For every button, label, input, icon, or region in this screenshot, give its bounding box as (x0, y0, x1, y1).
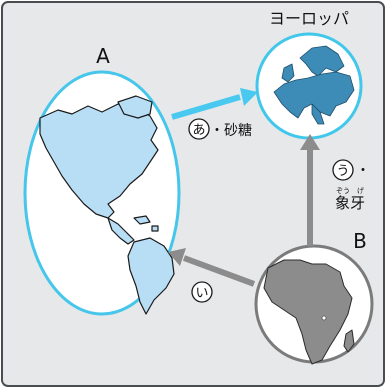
arrow-sugar-head (240, 88, 258, 106)
region-a-label: A (96, 44, 110, 68)
americas-map-icon (39, 95, 175, 315)
arrow-i-head (168, 248, 186, 266)
arrow-i-shaft (182, 255, 256, 287)
africa-map-icon (263, 259, 355, 365)
arrow-ivory-head (300, 134, 320, 150)
route-i-badge (191, 281, 213, 303)
region-b-label: B (353, 229, 367, 253)
lake-marker (321, 315, 327, 321)
route-i-marker: い (195, 286, 208, 301)
europe-map-icon (273, 45, 355, 125)
route-u-dot: ・ (356, 163, 370, 179)
arrow-sugar-shaft (171, 94, 241, 120)
europe-label: ヨーロッパ (269, 9, 349, 28)
route-a-badge (188, 118, 210, 140)
route-u-marker: う (336, 164, 349, 179)
route-a-marker: あ (192, 123, 205, 138)
route-u-badge (332, 159, 354, 181)
route-u-goods: 象牙 (335, 194, 365, 212)
route-u-ruby: ぞう げ (336, 186, 364, 195)
route-a-goods: ・砂糖 (210, 123, 252, 139)
